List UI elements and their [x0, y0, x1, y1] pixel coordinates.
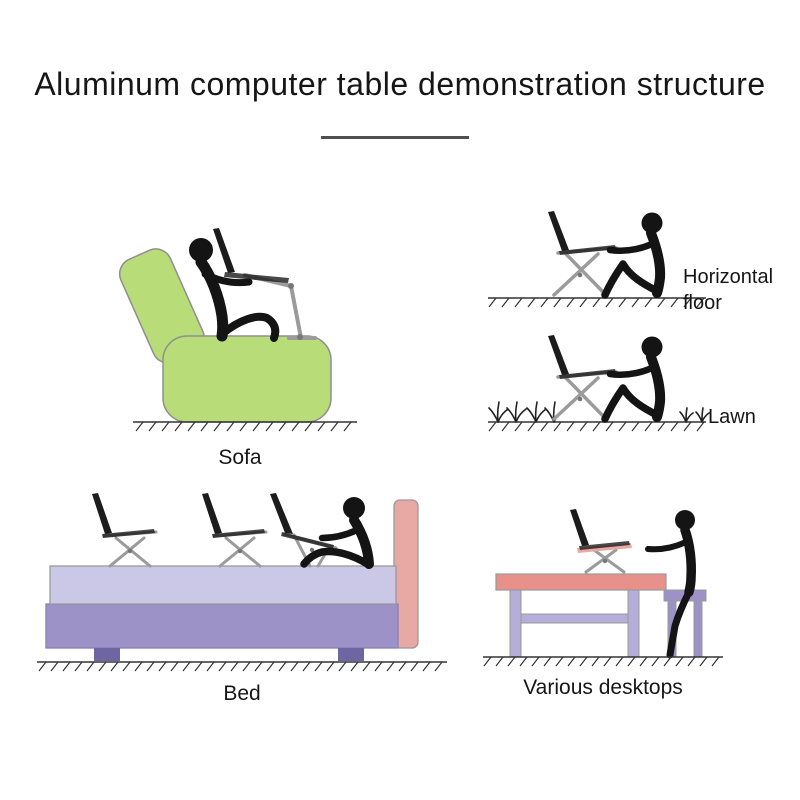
table-leg — [509, 589, 522, 658]
laptop-stand-icon — [584, 548, 626, 574]
person-figure — [601, 352, 666, 423]
bed-mattress — [49, 565, 397, 605]
bed-base — [45, 603, 399, 649]
bed-illustration — [37, 493, 447, 672]
sofa-illustration — [118, 228, 357, 432]
horizontal-floor-label: Horizontal floor — [683, 266, 774, 314]
scene-horizontal-floor: Horizontal floor — [480, 198, 795, 318]
person-figure — [300, 515, 374, 569]
bed-leg — [338, 648, 364, 661]
laptop-icon — [92, 493, 155, 538]
stand-joint — [127, 548, 133, 554]
bed-label: Bed — [223, 682, 261, 705]
bed-leg — [94, 648, 120, 661]
page-title: Aluminum computer table demonstration st… — [34, 66, 766, 102]
person-figure — [645, 525, 696, 659]
laptop-icon — [548, 211, 616, 255]
laptop-icon — [213, 228, 289, 283]
scene-lawn: Lawn — [480, 322, 795, 442]
laptop-icon — [202, 493, 265, 538]
table-crossbar — [520, 613, 629, 624]
grass-icon — [488, 401, 710, 423]
stand-joint — [309, 547, 315, 553]
ground-line — [37, 661, 447, 672]
scene-desktops: Various desktops — [478, 492, 728, 700]
ground-line — [488, 297, 706, 308]
stand-joint — [237, 548, 243, 554]
table-top — [495, 573, 667, 591]
stand-joint — [577, 272, 583, 278]
person-figure — [601, 228, 666, 299]
laptop-icon — [270, 493, 334, 549]
stool-leg — [693, 600, 703, 658]
laptop-stand-icon — [243, 273, 317, 340]
laptop-icon — [548, 335, 616, 379]
desktops-label: Various desktops — [523, 676, 683, 699]
title-underline — [321, 136, 469, 139]
stand-joint — [288, 283, 294, 289]
person-head — [343, 497, 365, 519]
sofa-label: Sofa — [218, 446, 262, 469]
ground-line — [483, 656, 723, 667]
stand-joint — [297, 334, 303, 340]
scene-bed: Bed — [32, 478, 452, 706]
lawn-label: Lawn — [708, 406, 756, 428]
sofa-seat — [162, 335, 332, 423]
lawn-illustration — [488, 335, 710, 432]
person-figure — [195, 256, 280, 342]
desktops-illustration — [483, 509, 723, 667]
laptop-icon — [570, 509, 630, 550]
person-head — [641, 212, 663, 234]
horizontal-floor-illustration — [488, 211, 706, 308]
scene-sofa: Sofa — [105, 212, 375, 470]
stand-joint — [577, 396, 583, 402]
person-head — [189, 238, 213, 262]
person-head — [675, 510, 695, 530]
ground-line — [133, 421, 357, 432]
ground-line — [488, 421, 706, 432]
stand-joint — [602, 558, 608, 564]
person-head — [641, 336, 663, 358]
table-leg — [627, 589, 640, 658]
